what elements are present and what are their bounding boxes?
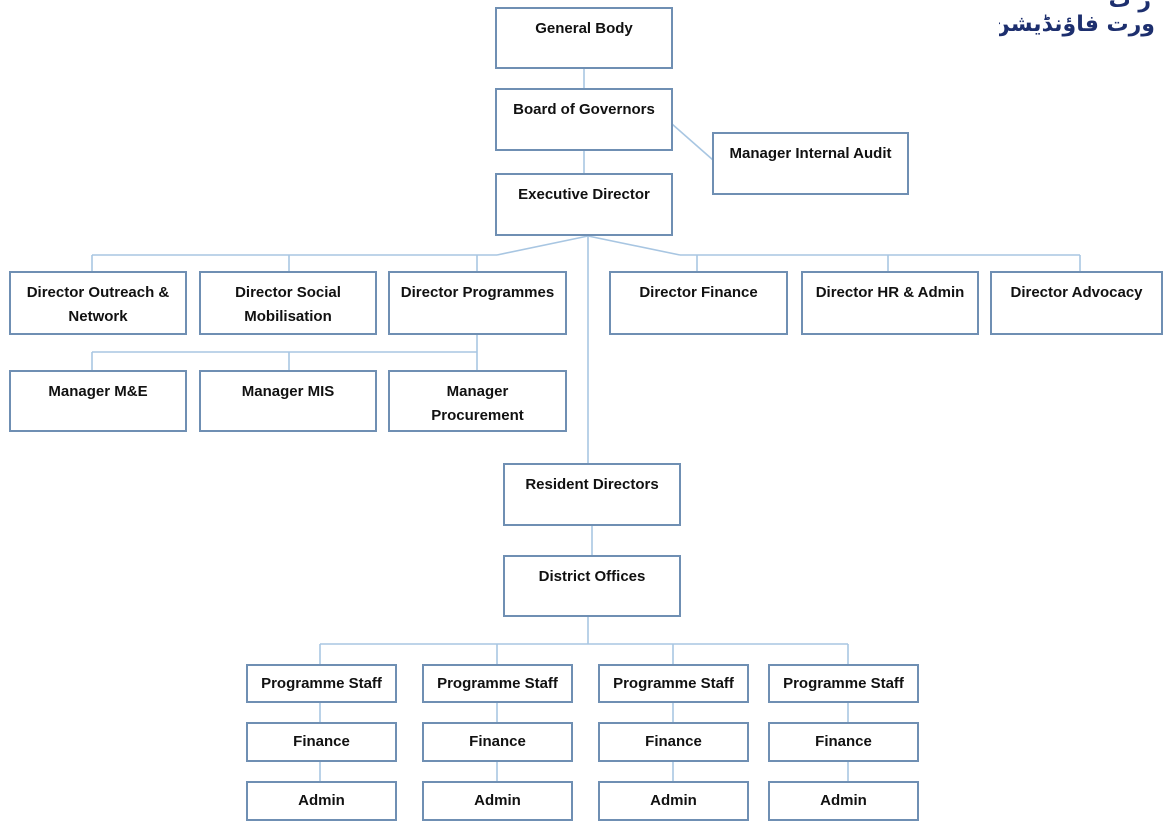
node-board-of-governors: Board of Governors	[495, 88, 673, 151]
node-admin: Admin	[246, 781, 397, 821]
node-manager-procurement: Manager Procurement	[388, 370, 567, 432]
node-label: Resident Directors	[525, 476, 659, 493]
node-finance: Finance	[422, 722, 573, 762]
node-label: Programme Staff	[261, 674, 382, 692]
node-label: Manager MIS	[241, 383, 335, 400]
node-finance: Finance	[768, 722, 919, 762]
node-general-body: General Body	[495, 7, 673, 69]
connector-line	[587, 235, 681, 256]
node-manager-me: Manager M&E	[9, 370, 187, 432]
logo: ر ٹ ورت فاؤنڈیشن	[999, 0, 1159, 48]
node-admin: Admin	[422, 781, 573, 821]
node-finance: Finance	[598, 722, 749, 762]
node-programme-staff: Programme Staff	[598, 664, 749, 703]
node-label: Finance	[815, 733, 872, 750]
node-admin: Admin	[598, 781, 749, 821]
node-label: Director Outreach & Network	[26, 284, 170, 325]
node-manager-internal-audit: Manager Internal Audit	[712, 132, 909, 195]
node-label: Director Social Mobilisation	[235, 284, 341, 325]
node-label: Programme Staff	[613, 674, 734, 692]
node-programme-staff: Programme Staff	[246, 664, 397, 703]
node-admin: Admin	[768, 781, 919, 821]
node-label: Finance	[645, 733, 702, 750]
node-director-finance: Director Finance	[609, 271, 788, 335]
node-programme-staff: Programme Staff	[422, 664, 573, 703]
logo-urdu-text: ورت فاؤنڈیشن	[999, 12, 1155, 37]
node-executive-director: Executive Director	[495, 173, 673, 236]
node-label: Manager M&E	[48, 383, 148, 400]
node-finance: Finance	[246, 722, 397, 762]
node-label: Admin	[820, 792, 867, 809]
node-label: Admin	[474, 792, 521, 809]
node-label: Manager Internal Audit	[729, 145, 892, 162]
node-label: Director Programmes	[400, 284, 555, 301]
node-label: Programme Staff	[783, 674, 904, 692]
node-label: Programme Staff	[437, 674, 558, 692]
node-label: Director Advocacy	[1010, 284, 1143, 301]
node-label: Director HR & Admin	[815, 284, 965, 301]
node-label: District Offices	[538, 568, 646, 585]
node-district-offices: District Offices	[503, 555, 681, 617]
node-label: Admin	[650, 792, 697, 809]
node-resident-directors: Resident Directors	[503, 463, 681, 526]
node-label: Manager Procurement	[431, 383, 524, 424]
node-director-hr-admin: Director HR & Admin	[801, 271, 979, 335]
node-label: Board of Governors	[513, 101, 655, 118]
node-label: General Body	[535, 20, 633, 37]
node-label: Finance	[469, 733, 526, 750]
node-director-outreach: Director Outreach & Network	[9, 271, 187, 335]
node-label: Finance	[293, 733, 350, 750]
node-label: Executive Director	[518, 186, 650, 203]
node-director-social: Director Social Mobilisation	[199, 271, 377, 335]
node-manager-mis: Manager MIS	[199, 370, 377, 432]
connector-line	[496, 235, 589, 256]
logo-top-text: ر ٹ	[1108, 0, 1151, 13]
node-director-programmes: Director Programmes	[388, 271, 567, 335]
node-programme-staff: Programme Staff	[768, 664, 919, 703]
connector-line	[671, 123, 714, 161]
node-director-advocacy: Director Advocacy	[990, 271, 1163, 335]
node-label: Director Finance	[639, 284, 758, 301]
node-label: Admin	[298, 792, 345, 809]
